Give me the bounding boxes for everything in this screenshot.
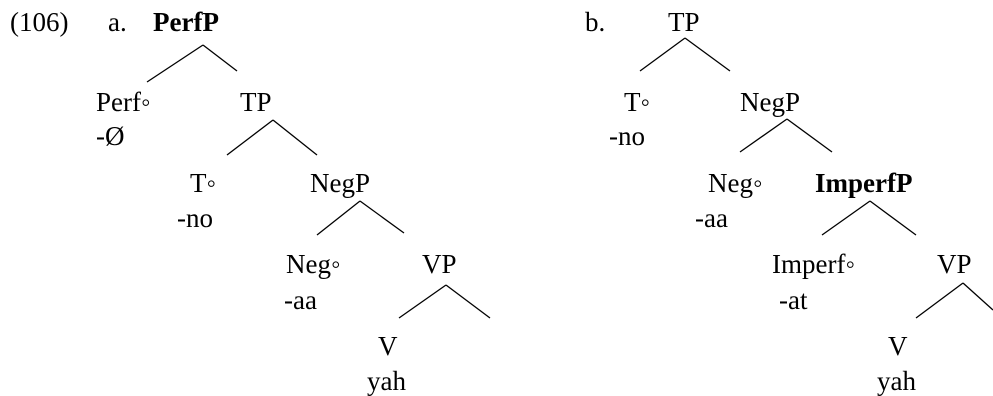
- edge-vp-vright-b: [962, 282, 993, 311]
- edge-perfp-tp: [202, 44, 238, 72]
- node-negp: NegP: [310, 168, 370, 198]
- node-neg-head: Neg◦: [286, 249, 341, 279]
- edge-tp-t-b: [639, 37, 686, 72]
- edge-imperfp-vp-b: [869, 200, 917, 236]
- node-perf-morph: -Ø: [96, 121, 125, 151]
- node-vp-b: VP: [937, 249, 972, 279]
- edge-negp-vp: [359, 200, 405, 234]
- node-neg-morph-b: -aa: [695, 203, 728, 233]
- tree-a-letter: a.: [108, 7, 127, 37]
- edge-vp-vright: [445, 284, 491, 319]
- edge-tp-t: [226, 119, 274, 156]
- node-imperf-head-b: Imperf◦: [772, 249, 856, 279]
- node-negp-b: NegP: [740, 87, 800, 117]
- edge-vp-v-b: [915, 282, 964, 319]
- node-v-morph: yah: [367, 366, 406, 396]
- example-number: (106): [10, 7, 69, 37]
- node-t-head: T◦: [190, 168, 217, 198]
- node-neg-morph: -aa: [284, 285, 317, 315]
- node-imperf-morph-b: -at: [779, 285, 808, 315]
- edge-imperfp-imperf-b: [821, 200, 871, 236]
- node-v: V: [378, 331, 398, 361]
- node-tp: TP: [240, 87, 272, 117]
- edge-perfp-perf: [146, 44, 204, 83]
- edge-tp-negp-b: [684, 37, 731, 72]
- node-vp: VP: [422, 249, 457, 279]
- tree-b-letter: b.: [585, 7, 606, 37]
- node-t-head-b: T◦: [624, 87, 651, 117]
- node-v-b: V: [888, 331, 908, 361]
- node-tp-b: TP: [668, 7, 700, 37]
- node-imperfp-b: ImperfP: [815, 168, 913, 198]
- edge-negp-imperfp-b: [786, 118, 833, 153]
- node-perf-head: Perf◦: [96, 87, 151, 117]
- node-v-morph-b: yah: [877, 366, 916, 396]
- edge-negp-neg: [316, 200, 361, 236]
- edge-negp-neg-b: [739, 118, 788, 153]
- node-t-morph: -no: [177, 203, 213, 233]
- edge-vp-v: [398, 284, 447, 319]
- edge-tp-negp: [272, 119, 318, 156]
- node-neg-head-b: Neg◦: [708, 168, 763, 198]
- node-perfp: PerfP: [153, 7, 219, 37]
- node-t-morph-b: -no: [609, 121, 645, 151]
